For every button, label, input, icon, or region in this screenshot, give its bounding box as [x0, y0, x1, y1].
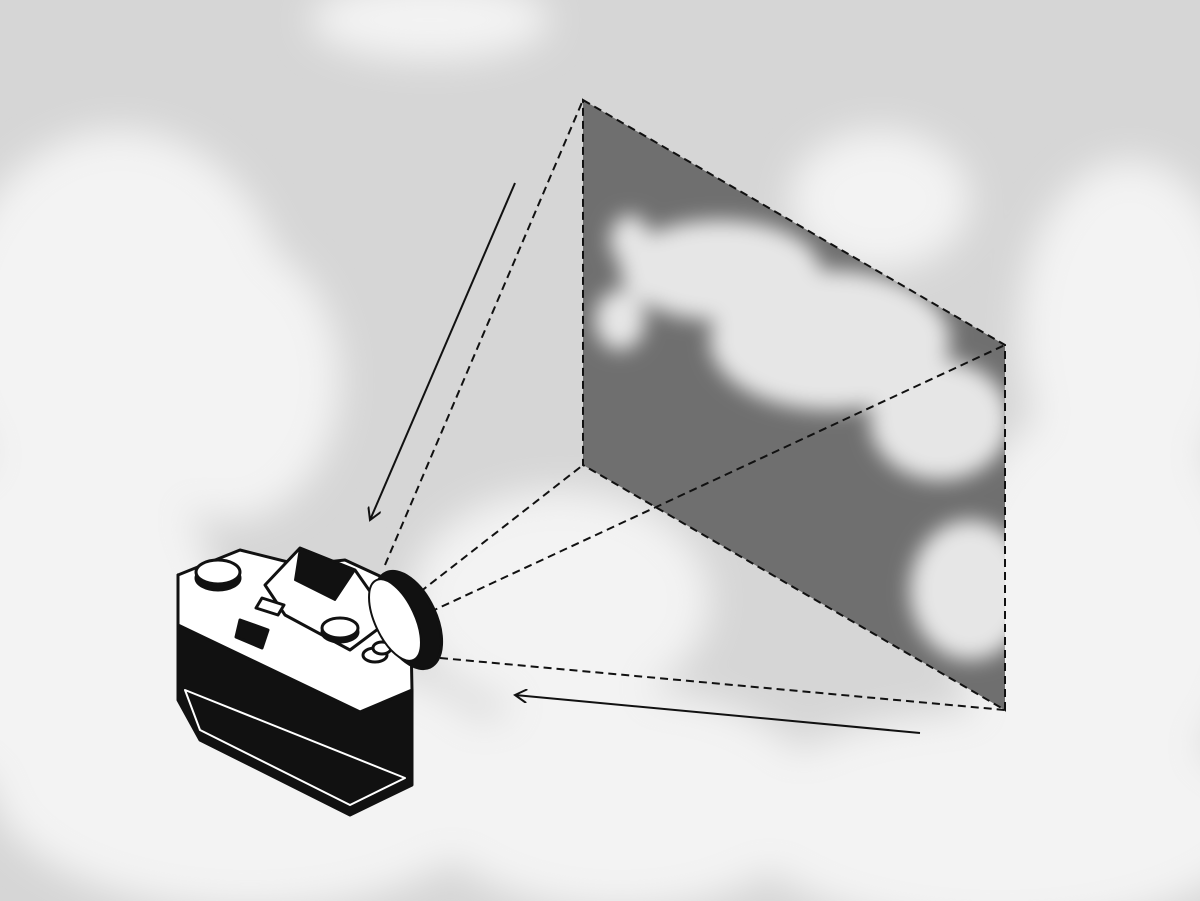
camera-icon — [176, 546, 444, 817]
projection-lines — [384, 99, 1006, 711]
arrow-in-icon — [370, 182, 516, 520]
captured-frame — [582, 98, 1006, 712]
arrow-return-icon — [515, 695, 921, 734]
